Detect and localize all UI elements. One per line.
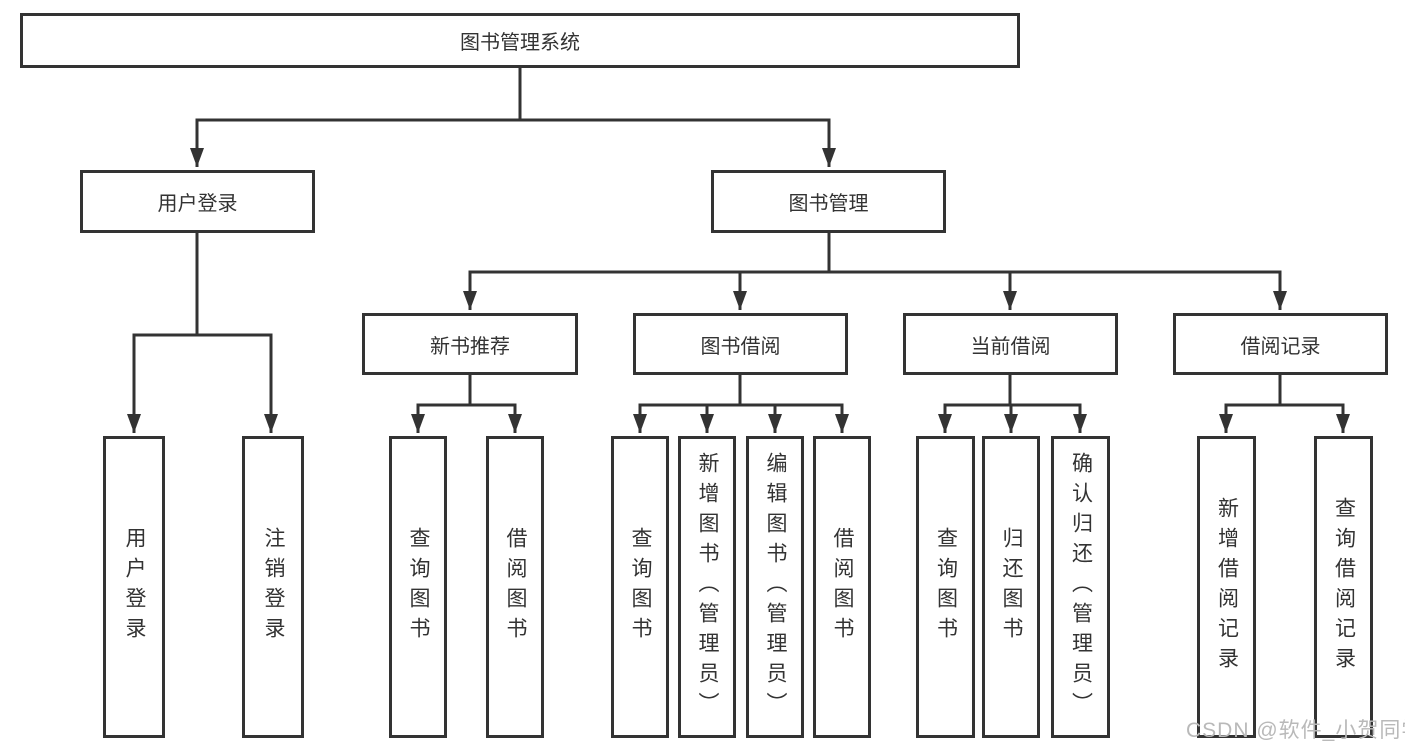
node-new-book-recommend: 新书推荐 xyxy=(362,313,578,375)
leaf-borrow-book: 借阅图书 xyxy=(813,436,871,738)
node-current-borrow: 当前借阅 xyxy=(903,313,1118,375)
leaf-add-borrow-record: 新增借阅记录 xyxy=(1197,436,1256,738)
csdn-watermark: CSDN @软件_小贺同学 xyxy=(1186,719,1405,742)
leaf-borrow-books-recommend: 借阅图书 xyxy=(486,436,544,738)
node-book-management: 图书管理 xyxy=(711,170,946,233)
leaf-query-books-recommend: 查询图书 xyxy=(389,436,447,738)
leaf-logout: 注销登录 xyxy=(242,436,304,738)
leaf-add-book-admin: 新增图书（管理员） xyxy=(678,436,736,738)
node-user-login: 用户登录 xyxy=(80,170,315,233)
leaf-edit-book-admin: 编辑图书（管理员） xyxy=(746,436,804,738)
node-library-management-system: 图书管理系统 xyxy=(20,13,1020,68)
leaf-query-books-current: 查询图书 xyxy=(916,436,975,738)
leaf-query-books-borrow: 查询图书 xyxy=(611,436,669,738)
leaf-user-login: 用户登录 xyxy=(103,436,165,738)
node-book-borrow: 图书借阅 xyxy=(633,313,848,375)
leaf-confirm-return-admin: 确认归还（管理员） xyxy=(1051,436,1110,738)
leaf-return-book: 归还图书 xyxy=(982,436,1040,738)
node-borrow-record: 借阅记录 xyxy=(1173,313,1388,375)
leaf-query-borrow-record: 查询借阅记录 xyxy=(1314,436,1373,738)
